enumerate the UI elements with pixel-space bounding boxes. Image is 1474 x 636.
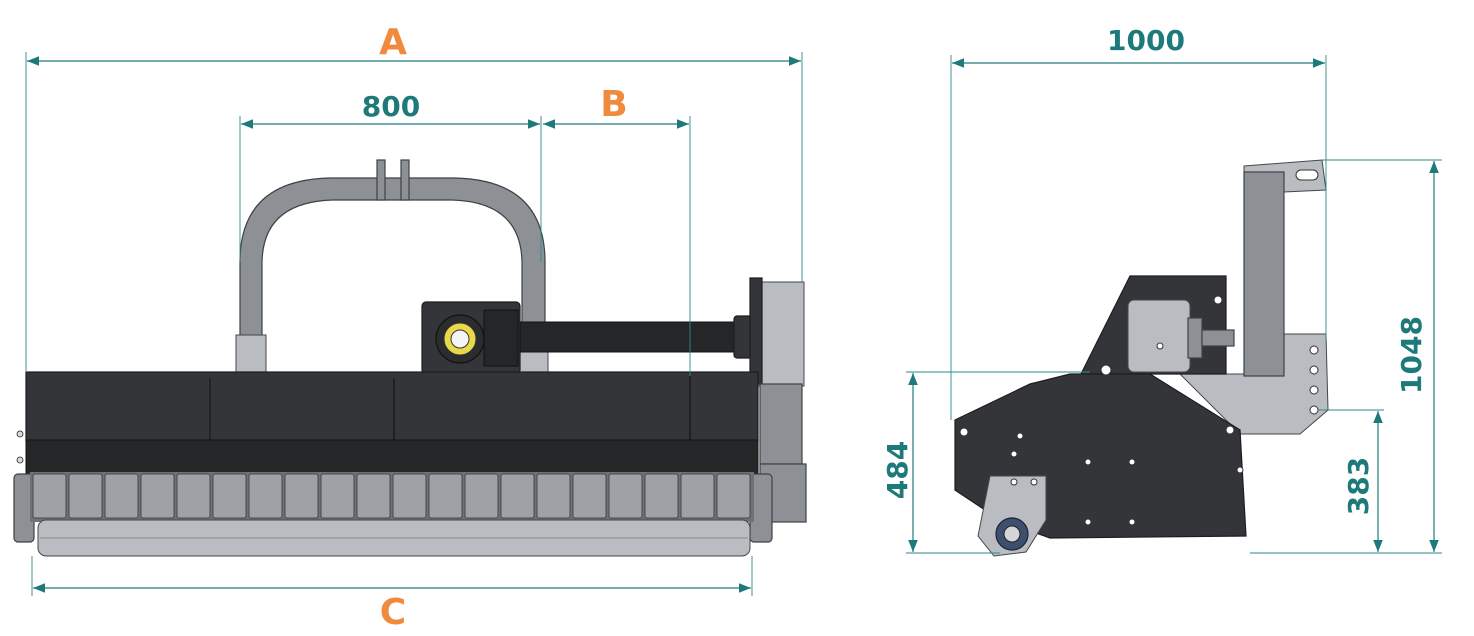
- flail-blade: [32, 473, 67, 519]
- gearbox: [421, 301, 521, 385]
- flail-blade: [104, 473, 139, 519]
- dimension-label-800: 800: [362, 90, 420, 123]
- dimension-label-1000: 1000: [1107, 24, 1185, 57]
- dimension-label-383: 383: [1342, 457, 1375, 515]
- front-view: [13, 159, 807, 557]
- driveshaft: [519, 315, 757, 359]
- dimensions: A 800 B C 1000 1048 383 484: [25, 22, 1442, 633]
- flail-blade: [392, 473, 427, 519]
- flail-blade: [644, 473, 679, 519]
- flail-blade: [428, 473, 463, 519]
- dimension-label-a: A: [379, 22, 407, 63]
- flail-blade: [572, 473, 607, 519]
- hitch-bracket: [1178, 159, 1329, 435]
- dimension-label-484: 484: [881, 441, 914, 499]
- rear-roller: [37, 519, 751, 557]
- flail-blade: [536, 473, 571, 519]
- main-housing: [13, 371, 773, 543]
- flail-blade: [176, 473, 211, 519]
- skid-plate: [977, 475, 1047, 557]
- flail-blade: [68, 473, 103, 519]
- flail-blade: [140, 473, 175, 519]
- flail-blade: [284, 473, 319, 519]
- dimension-label-c: C: [380, 592, 406, 633]
- flail-blade: [320, 473, 355, 519]
- flail-blade: [248, 473, 283, 519]
- side-plate-right: [749, 277, 807, 523]
- flail-blade: [464, 473, 499, 519]
- flail-blade: [500, 473, 535, 519]
- flail-blade: [716, 473, 751, 519]
- flail-blade: [356, 473, 391, 519]
- flail-blade: [212, 473, 247, 519]
- side-gearbox: [1127, 299, 1235, 373]
- flail-blade: [680, 473, 715, 519]
- flail-blade: [608, 473, 643, 519]
- side-view: [954, 159, 1329, 557]
- dimension-label-1048: 1048: [1395, 316, 1428, 394]
- dimension-label-b: B: [600, 84, 627, 125]
